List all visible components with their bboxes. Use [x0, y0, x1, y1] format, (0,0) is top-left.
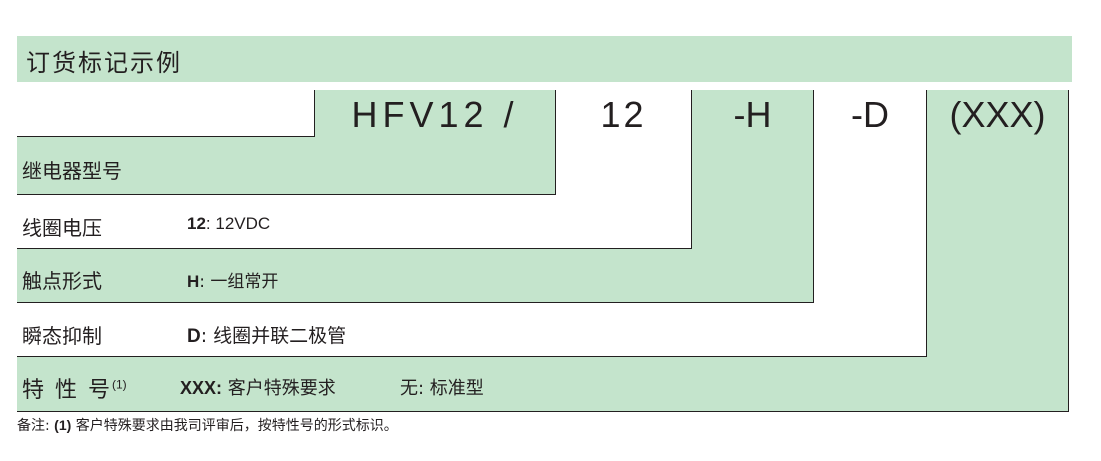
coil-value: : 12VDC	[205, 214, 271, 233]
model-row-bottom-line	[17, 194, 556, 195]
special-row-bottom-line	[17, 411, 1069, 412]
coil-key: 12	[187, 214, 206, 233]
model-cell-right-line	[555, 90, 556, 195]
contact-row-desc: H: 一组常开	[187, 267, 278, 292]
model-code: HFV12 /	[351, 94, 519, 135]
coil-row-desc: 12: 12VDC	[187, 214, 270, 234]
contact-row-label: 触点形式	[22, 269, 102, 293]
footnote-text: 客户特殊要求由我司评审后，按特性号的形式标识。	[71, 418, 398, 434]
suppression-value: : 线圈并联二极管	[200, 325, 347, 347]
coil-column-right-line	[691, 90, 692, 249]
suppression-code: -D	[851, 94, 889, 135]
special-value: 客户特殊要求	[222, 378, 336, 399]
coil-row-label: 线圈电压	[22, 216, 102, 240]
contact-code: -H	[733, 94, 772, 135]
special-column-bg	[926, 90, 1068, 356]
special-key: XXX:	[180, 378, 223, 398]
model-cell-left-line	[314, 90, 315, 137]
special-alt-desc: 无: 标准型	[400, 374, 484, 400]
contact-row-bg	[17, 248, 813, 302]
model-label-top-line	[17, 136, 315, 137]
special-alt-value: : 标准型	[418, 378, 484, 399]
contact-value: : 一组常开	[199, 272, 279, 292]
model-code-cell	[315, 90, 555, 137]
special-code: (XXX)	[949, 94, 1046, 135]
contact-column-bg	[691, 90, 813, 248]
footnote-prefix: 备注:	[17, 418, 55, 434]
special-row-bg	[17, 356, 1068, 411]
header-bar	[17, 36, 1072, 82]
model-row-label: 继电器型号	[22, 159, 122, 183]
section-title: 订货标记示例	[26, 49, 182, 77]
footnote-ref: (1)	[54, 417, 72, 433]
model-row-bg	[17, 137, 555, 194]
coil-row-bottom-line	[17, 248, 692, 249]
suppression-row-bottom-line	[17, 356, 927, 357]
coil-code: 12	[600, 94, 647, 135]
special-footnote-ref: (1)	[112, 377, 127, 392]
special-row-desc: XXX: 客户特殊要求	[180, 374, 336, 400]
contact-row-bottom-line	[17, 302, 814, 303]
contact-column-right-line	[813, 90, 814, 303]
special-label-text: 特 性 号	[22, 378, 112, 403]
special-alt-key: 无	[400, 378, 418, 399]
special-row-label: 特 性 号(1)	[22, 372, 127, 404]
footnote: 备注: (1) 客户特殊要求由我司评审后，按特性号的形式标识。	[17, 415, 398, 435]
suppression-row-desc: D: 线圈并联二极管	[187, 321, 346, 348]
special-column-right-line	[1068, 90, 1069, 412]
suppression-column-right-line	[926, 90, 927, 357]
suppression-key: D	[187, 326, 201, 347]
suppression-row-label: 瞬态抑制	[22, 324, 102, 348]
contact-key: H	[187, 272, 200, 291]
